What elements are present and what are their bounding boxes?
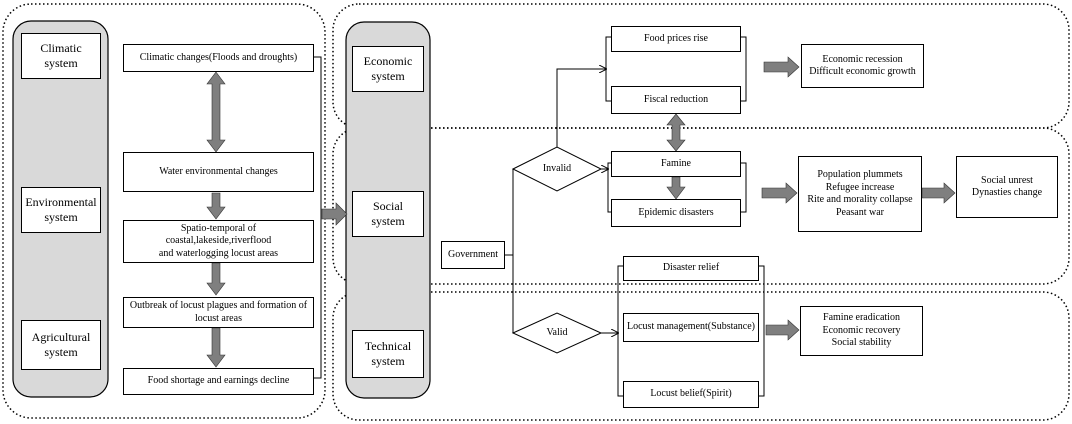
line-gov-split	[505, 169, 514, 256]
food-prices-rise-box: Food prices rise	[611, 26, 741, 52]
famine-box: Famine	[611, 151, 741, 177]
arrow-economic-to-recession	[763, 56, 800, 78]
economic-left-bracket	[605, 36, 611, 102]
climatic-system-box: Climatic system	[21, 33, 101, 79]
left-collector-bracket	[314, 56, 322, 379]
fiscal-reduction-box: Fiscal reduction	[611, 86, 741, 114]
arrow-social-to-population	[761, 182, 798, 204]
technical-right-bracket	[759, 265, 765, 397]
population-outcome-box: Population plummets Refugee increase Rit…	[798, 156, 922, 232]
famine-eradication-box: Famine eradication Economic recovery Soc…	[800, 306, 923, 356]
line-invalid-to-economic	[556, 69, 606, 147]
environmental-system-box: Environmental system	[21, 187, 101, 233]
social-system-box: Social system	[352, 191, 424, 237]
chain-food-shortage: Food shortage and earnings decline	[123, 368, 314, 395]
double-arrow-climate-water	[206, 71, 226, 153]
epidemic-disasters-box: Epidemic disasters	[611, 199, 741, 227]
double-arrow-fiscal-famine	[666, 113, 686, 152]
economic-dotted-frame	[332, 3, 1070, 129]
invalid-label: Invalid	[542, 162, 572, 174]
disaster-relief-box: Disaster relief	[623, 256, 759, 281]
arrow-areas-to-outbreak	[206, 262, 226, 296]
valid-label: Valid	[546, 326, 568, 338]
social-right-bracket	[741, 162, 747, 213]
social-dotted-frame	[332, 127, 1070, 285]
arrow-population-to-unrest	[921, 182, 956, 204]
agricultural-system-box: Agricultural system	[21, 320, 101, 370]
locust-management-box: Locust management(Substance)	[623, 313, 759, 342]
chain-locust-areas: Spatio-temporal of coastal,lakeside,rive…	[123, 220, 314, 263]
technical-left-bracket	[617, 265, 623, 397]
arrow-famine-to-epidemic	[666, 176, 686, 200]
arrow-water-to-areas	[206, 192, 226, 220]
social-unrest-box: Social unrest Dynasties change	[956, 156, 1058, 218]
chain-water-environment: Water environmental changes	[123, 152, 314, 192]
economic-recession-box: Economic recession Difficult economic gr…	[801, 44, 924, 88]
chain-locust-outbreak: Outbreak of locust plagues and formation…	[123, 297, 314, 328]
chain-climatic-changes: Climatic changes(Floods and droughts)	[123, 44, 314, 72]
social-left-bracket	[607, 162, 611, 213]
locust-belief-box: Locust belief(Spirit)	[623, 381, 759, 408]
economic-system-box: Economic system	[352, 46, 424, 92]
government-box: Government	[441, 241, 505, 269]
arrow-outbreak-to-shortage	[206, 327, 226, 368]
arrow-left-to-social	[321, 202, 348, 226]
economic-right-bracket	[741, 36, 747, 102]
technical-system-box: Technical system	[352, 330, 424, 378]
arrow-measures-to-stability	[765, 319, 800, 341]
